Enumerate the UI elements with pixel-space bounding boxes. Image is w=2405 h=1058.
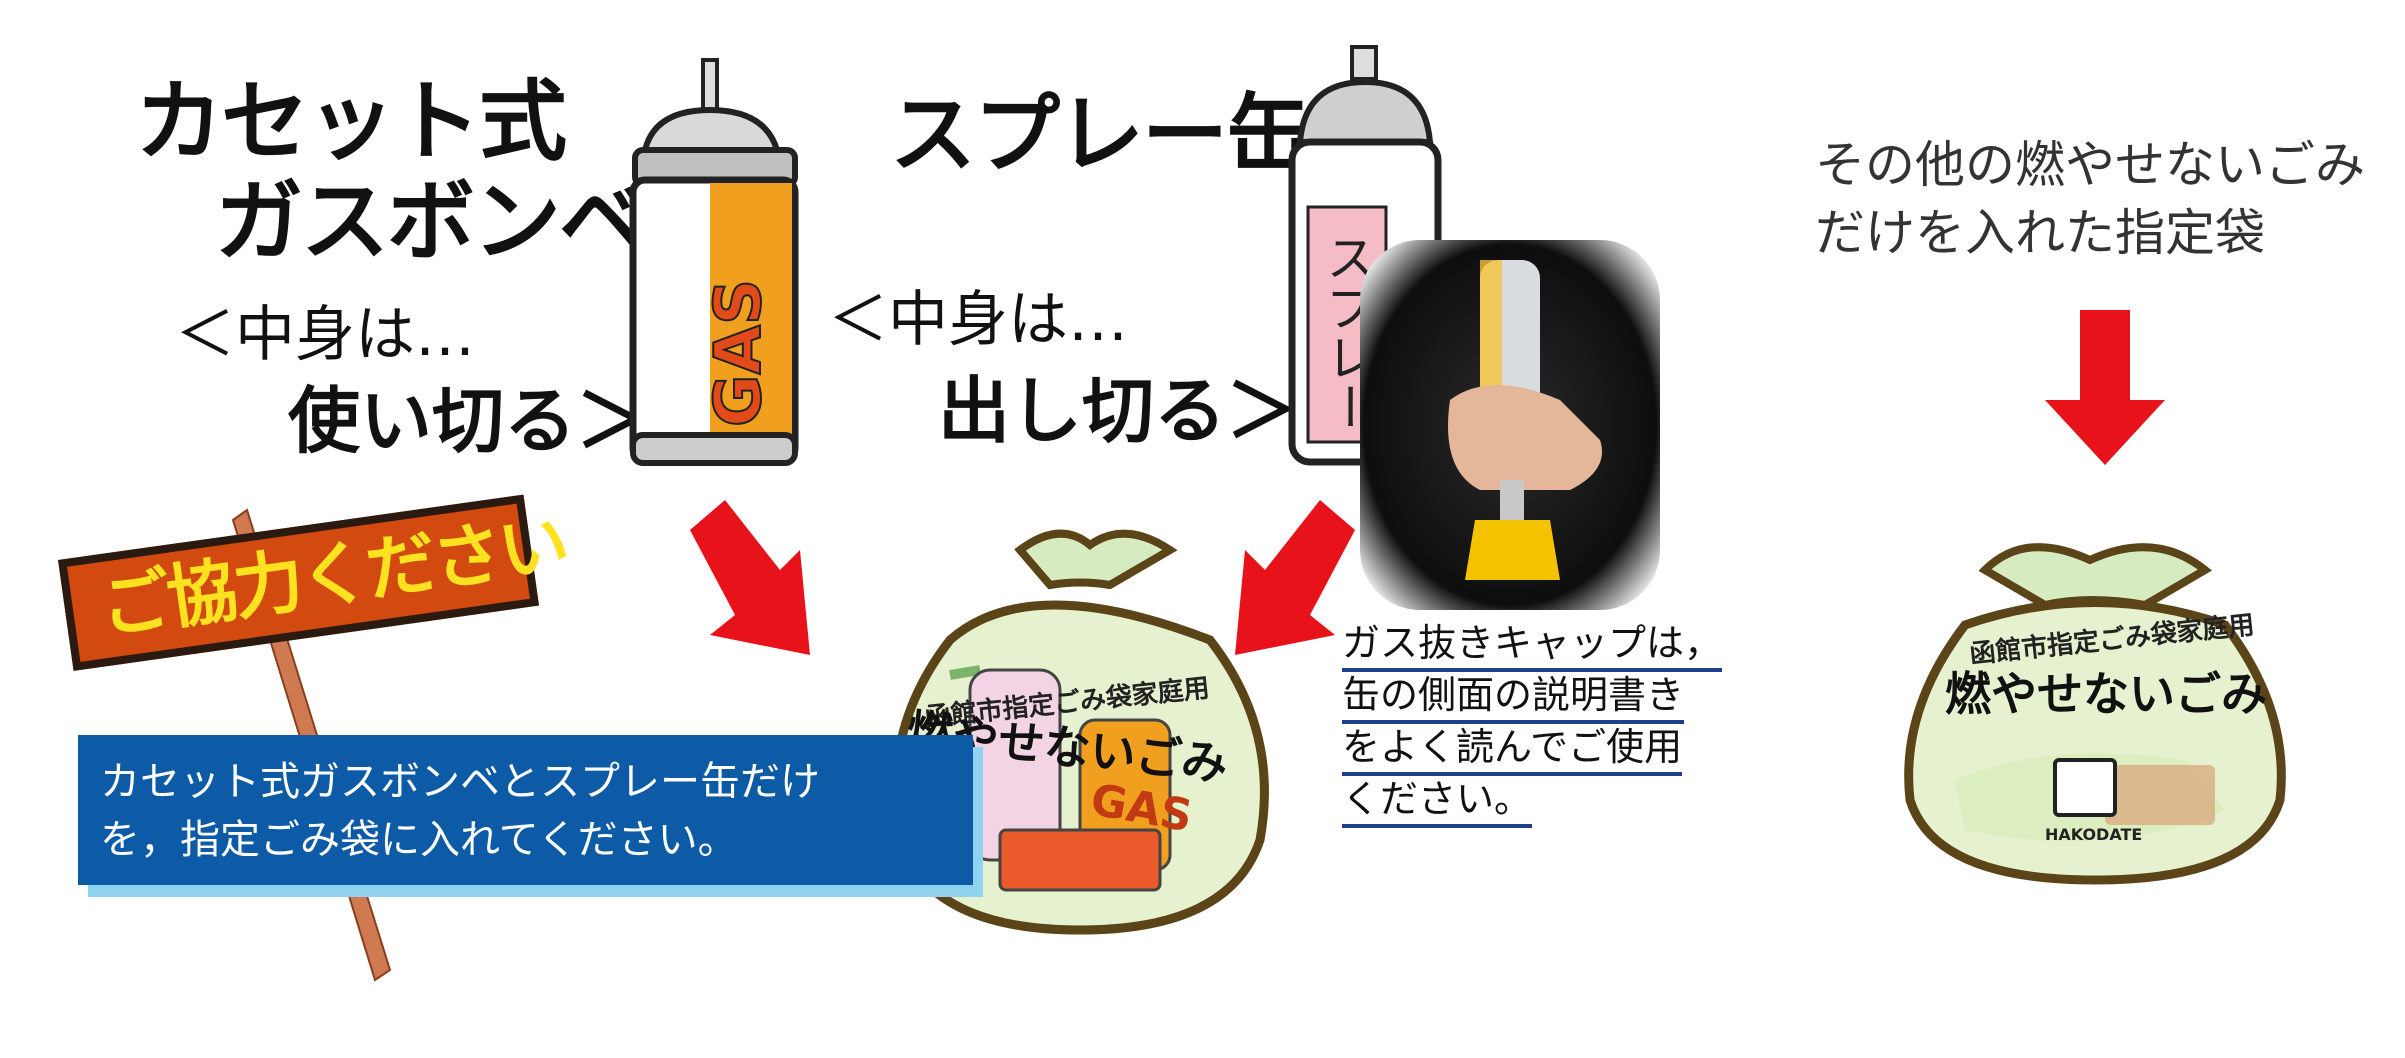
- other-waste-line2: だけを入れた指定袋: [1815, 204, 2265, 262]
- request-sign-label: ご協力ください: [95, 502, 572, 650]
- cap-note-line1: ガス抜きキャップは，: [1342, 620, 1723, 672]
- designated-bag-other-waste: 函館市指定ごみ袋家庭用 燃やせないごみ HAKODATE: [1904, 543, 2286, 885]
- instruction-box: カセット式ガスボンベとスプレー缶だけ を，指定ごみ袋に入れてください。: [78, 735, 973, 885]
- cassette-note-line2: 使い切る＞: [288, 379, 649, 463]
- cap-usage-note: ガス抜きキャップは， 缶の側面の説明書き をよく読んでご使用 ください。: [1342, 620, 1723, 828]
- cassette-title-line1: カセット式: [135, 70, 567, 173]
- other-waste-line1: その他の燃やせないごみ: [1815, 136, 2365, 194]
- arrow-other-waste-down: [2045, 310, 2165, 465]
- gas-canister-illustration: GAS: [629, 58, 799, 466]
- spray-note-line2: 出し切る＞: [938, 369, 1299, 453]
- spray-note-line1: ＜中身は…: [828, 285, 1128, 355]
- cap-note-line2: 缶の側面の説明書き: [1342, 672, 1685, 724]
- gas-can-label: GAS: [702, 279, 776, 427]
- cassette-note-line1: ＜中身は…: [175, 300, 475, 370]
- arrow-spray-to-bag: [1235, 500, 1355, 655]
- instruction-line1: カセット式ガスボンベとスプレー缶だけ: [100, 759, 820, 805]
- gas-release-cap-photo: [1360, 240, 1660, 610]
- designated-bag-with-cans: 函館市指定ごみ袋家庭用 燃やせないごみ GAS: [891, 529, 1269, 935]
- bag-right-brand: HAKODATE: [2045, 825, 2142, 844]
- instruction-line2: を，指定ごみ袋に入れてください。: [100, 817, 738, 863]
- cap-note-line4: ください。: [1342, 776, 1533, 828]
- cassette-title-line2: ガスボンベ: [215, 170, 647, 273]
- arrow-gas-to-bag: [690, 500, 810, 655]
- bag-right-title: 燃やせないごみ: [1945, 667, 2267, 721]
- spray-title: スプレー缶: [890, 85, 1312, 185]
- cap-note-line3: をよく読んでご使用: [1342, 724, 1683, 776]
